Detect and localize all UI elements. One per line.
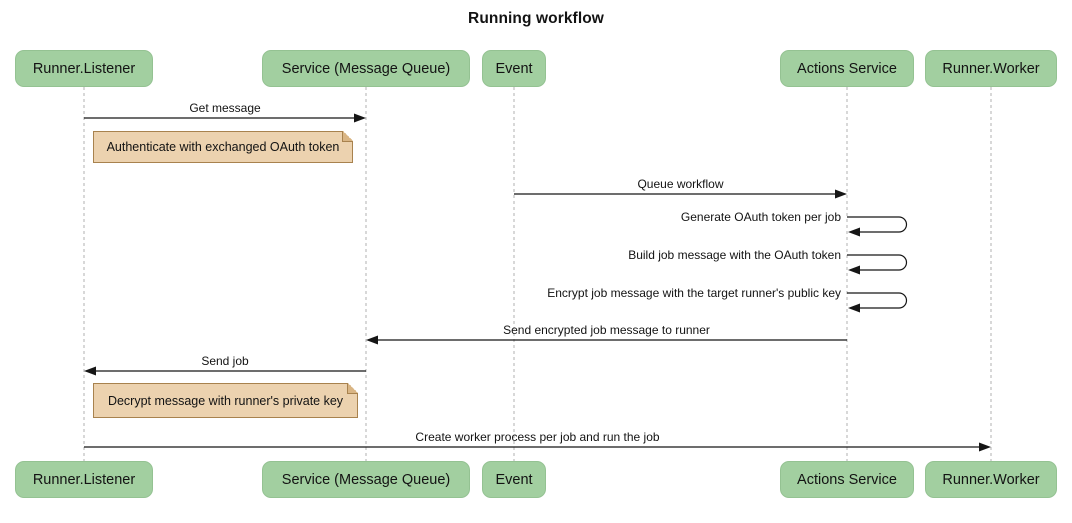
actor-box-actions-service-top: Actions Service	[780, 50, 914, 87]
arrowhead-icon	[835, 189, 847, 199]
actor-box-runner-worker-top: Runner.Worker	[925, 50, 1057, 87]
self-loop-arrow	[847, 216, 908, 233]
arrowhead-icon	[84, 366, 96, 376]
arrowhead-icon	[979, 442, 991, 452]
self-message-label: Build job message with the OAuth token	[628, 248, 841, 262]
actor-box-runner-listener-bottom: Runner.Listener	[15, 461, 153, 498]
actor-box-event-bottom: Event	[482, 461, 546, 498]
arrowhead-icon	[848, 227, 860, 237]
self-message-label: Generate OAuth token per job	[680, 210, 841, 224]
message-label: Create worker process per job and run th…	[415, 430, 660, 444]
message-label: Queue workflow	[637, 177, 724, 191]
self-loop-arrow	[847, 292, 908, 309]
arrowhead-icon	[848, 265, 860, 275]
message-label: Send job	[201, 354, 249, 368]
actor-box-service-message-queue-top: Service (Message Queue)	[262, 50, 470, 87]
message-label: Send encrypted job message to runner	[503, 323, 710, 337]
note: Decrypt message with runner's private ke…	[93, 383, 358, 418]
diagram-title: Running workflow	[468, 10, 604, 27]
arrowhead-icon	[366, 335, 378, 345]
actor-box-runner-listener-top: Runner.Listener	[15, 50, 153, 87]
actor-box-actions-service-bottom: Actions Service	[780, 461, 914, 498]
actor-box-event-top: Event	[482, 50, 546, 87]
actor-box-runner-worker-bottom: Runner.Worker	[925, 461, 1057, 498]
self-loop-arrow	[847, 254, 908, 271]
message-label: Get message	[189, 101, 261, 115]
arrowhead-icon	[354, 113, 366, 123]
arrowhead-icon	[848, 303, 860, 313]
note: Authenticate with exchanged OAuth token	[93, 131, 353, 163]
self-message-label: Encrypt job message with the target runn…	[547, 286, 841, 300]
actor-box-service-message-queue-bottom: Service (Message Queue)	[262, 461, 470, 498]
